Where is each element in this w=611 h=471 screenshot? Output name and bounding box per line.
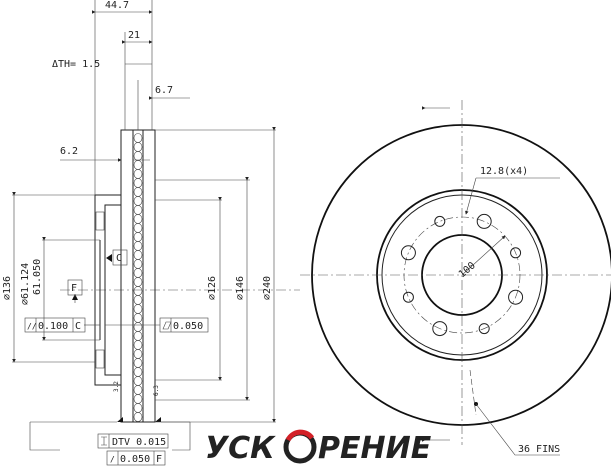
dimension-lines (12, 0, 276, 451)
section-view (60, 129, 300, 423)
dim-6-7: 6.7 (155, 85, 173, 96)
vane (133, 394, 143, 404)
bolt-hole (510, 247, 522, 259)
bolt-hole (400, 245, 416, 261)
dim-dia-bore-min: 61.050 (32, 259, 43, 295)
vane (133, 241, 143, 251)
roughness-left: 3.2 (113, 381, 120, 392)
vane (133, 385, 143, 395)
dim-dia-240: ∅240 (262, 276, 273, 300)
svg-text:УСК: УСК (205, 431, 276, 466)
inboard-friction-plate (142, 129, 156, 423)
vane (133, 376, 143, 386)
datum-f: F (67, 279, 83, 296)
bolt-hole (402, 291, 414, 303)
bolt-hole (432, 321, 448, 337)
vane (133, 367, 143, 377)
vane (133, 349, 143, 359)
vane (133, 250, 143, 260)
svg-text:F: F (156, 454, 162, 465)
vane (133, 259, 143, 269)
vane (133, 232, 143, 242)
brand-logo: УСК РЕНИЕ (205, 429, 432, 466)
vane (133, 304, 143, 314)
svg-text:/: / (110, 455, 115, 464)
vane (133, 277, 143, 287)
hat-section (94, 194, 122, 386)
cooling-vanes (133, 133, 143, 422)
vane (133, 151, 143, 161)
vane (133, 313, 143, 323)
bolt-hole (508, 289, 524, 305)
vane (133, 187, 143, 197)
parallelism-frame: // 0.100 C (24, 317, 86, 333)
hole-spec: 12.8(x4) (480, 166, 528, 177)
dim-dia-bore-max: ∅61.124 (20, 263, 31, 305)
outboard-friction-plate (120, 129, 134, 423)
runout-frame: / 0.050 F (106, 450, 166, 466)
vane (133, 196, 143, 206)
bolt-holes (400, 213, 524, 337)
vane (133, 142, 143, 152)
vane (133, 133, 143, 143)
dim-21: 21 (128, 30, 140, 41)
vane (133, 403, 143, 413)
fins-count: 36 FINS (518, 444, 560, 455)
svg-text:C: C (116, 253, 122, 264)
dim-44-7: 44.7 (105, 0, 129, 11)
vane (133, 214, 143, 224)
dim-dia-146: ∅146 (235, 276, 246, 300)
dim-dia-136: ∅136 (2, 276, 13, 300)
vane (133, 331, 143, 341)
svg-text:DTV 0.015: DTV 0.015 (112, 437, 166, 448)
dim-6-2: 6.2 (60, 146, 78, 157)
vane (133, 358, 143, 368)
dim-delta-th: ΔTH= 1.5 (52, 59, 100, 70)
vane (133, 295, 143, 305)
vane (133, 268, 143, 278)
vane (133, 322, 143, 332)
flatness-frame: 0.050 (159, 317, 209, 333)
svg-text:F: F (71, 283, 77, 294)
vane (133, 169, 143, 179)
vane (133, 223, 143, 233)
vane (133, 205, 143, 215)
svg-text://: // (27, 322, 37, 331)
svg-text:C: C (75, 321, 81, 332)
vane (133, 178, 143, 188)
bolt-hole (478, 323, 490, 335)
vane (133, 340, 143, 350)
vane (133, 412, 143, 422)
front-view (300, 100, 611, 456)
vane (133, 160, 143, 170)
svg-text:0.100: 0.100 (38, 321, 68, 332)
svg-text:0.050: 0.050 (173, 321, 203, 332)
svg-text:РЕНИЕ: РЕНИЕ (318, 431, 432, 466)
dtv-frame: DTV 0.015 (97, 433, 169, 449)
bolt-hole (476, 213, 492, 229)
bolt-hole (434, 215, 446, 227)
dim-dia-126: ∅126 (207, 276, 218, 300)
vane (133, 286, 143, 296)
svg-text:0.050: 0.050 (120, 454, 150, 465)
datum-c: C (112, 249, 128, 266)
roughness-right: 6.3 (153, 385, 160, 396)
